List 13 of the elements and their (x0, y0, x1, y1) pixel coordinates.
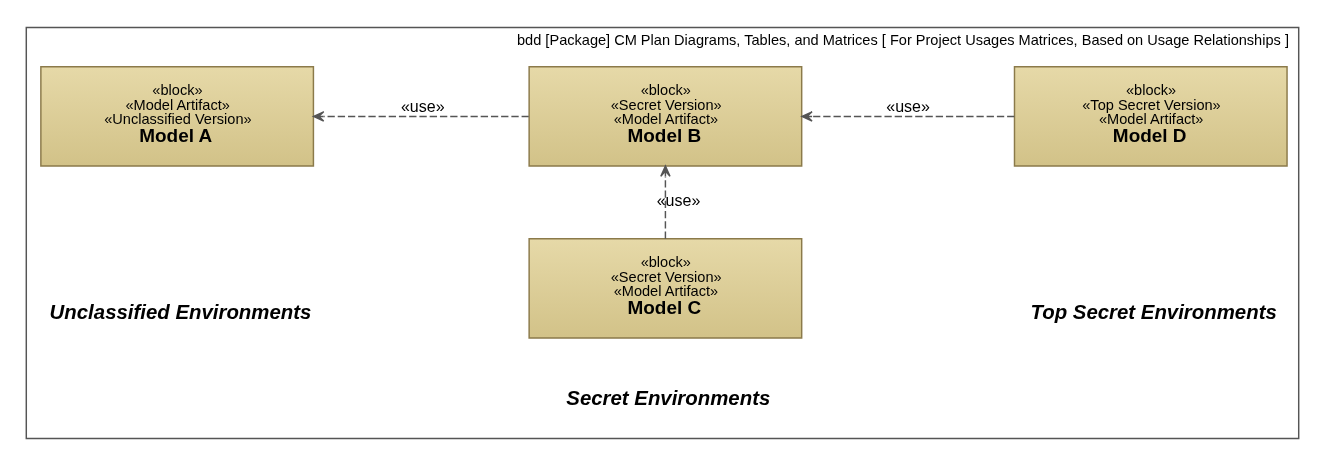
node-box: «block» «Model Artifact» «Unclassified Version» Model A (40, 66, 315, 167)
node-box: «block» «Top Secret Version» «Model Artifact» Model D (1013, 66, 1288, 167)
edge-label: «use» (886, 96, 930, 115)
node-box: «block» «Secret Version» «Model Artifact» Model C (528, 238, 803, 339)
arrow (660, 165, 671, 240)
arrow (801, 111, 1015, 122)
label: Unclassified Environments (49, 300, 312, 323)
node-box: «block» «Secret Version» «Model Artifact» Model B (528, 66, 803, 167)
arrow (312, 111, 530, 122)
label: Secret Environments (566, 386, 771, 409)
label: Top Secret Environments (1030, 300, 1277, 323)
edge-label: «use» (656, 191, 701, 210)
edge-label: «use» (400, 96, 445, 115)
